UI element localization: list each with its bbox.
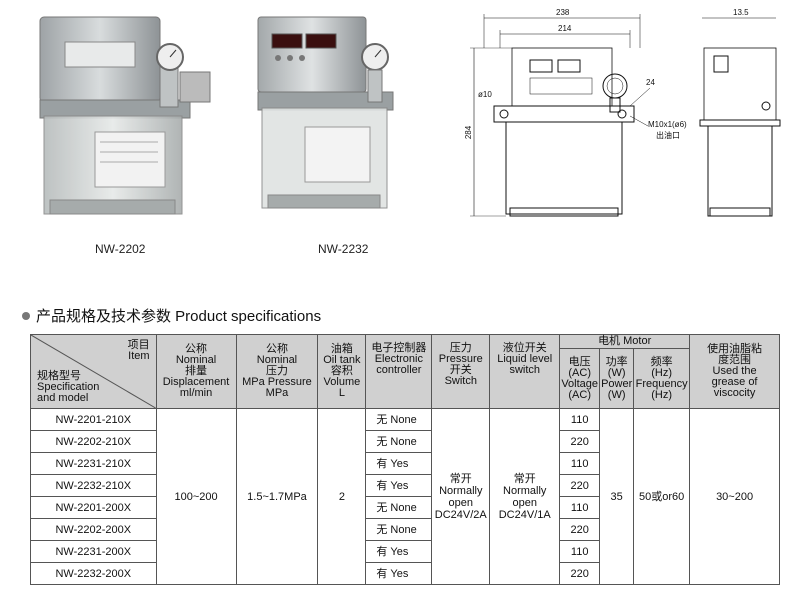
table-row: NW-2202-200X 无 None 220 <box>30 518 780 541</box>
dim-hole: ø10 <box>478 90 492 99</box>
frequency-value: 50或or60 <box>633 408 691 585</box>
voltage-cell: 220 <box>559 518 601 541</box>
header-item-en: Item <box>128 350 150 362</box>
model-cell: NW-2232-200X <box>30 562 157 585</box>
header-frequency: 频率(Hz)Frequency(Hz) <box>633 348 691 409</box>
voltage-cell: 110 <box>559 540 601 563</box>
header-voltage: 电压(AC)Voltage(AC) <box>559 348 601 409</box>
product-photo-nw2202 <box>30 12 220 222</box>
technical-drawing: 238 214 284 ø10 24 M10x1(ø6) 出油口 13.5 <box>464 8 790 238</box>
controller-cell: 无 None <box>365 496 433 519</box>
section-title: 产品规格及技术参数 Product specifications <box>22 305 321 326</box>
header-motor: 电机 Motor <box>559 334 691 349</box>
dim-thread: M10x1(ø6) <box>648 120 687 129</box>
voltage-cell: 220 <box>559 474 601 497</box>
viscosity-value: 30~200 <box>689 408 780 585</box>
voltage-cell: 110 <box>559 496 601 519</box>
dim-overall-width: 238 <box>556 8 570 17</box>
product-model-caption: NW-2232 <box>318 242 369 256</box>
model-cell: NW-2202-210X <box>30 430 157 453</box>
header-model-en: and model <box>37 392 89 404</box>
header-item-model: 项目 Item 规格型号 Specification and model <box>30 334 157 409</box>
model-cell: NW-2201-200X <box>30 496 157 519</box>
controller-cell: 无 None <box>365 408 433 431</box>
model-cell: NW-2231-200X <box>30 540 157 563</box>
table-row: NW-2202-210X 无 None 220 <box>30 430 780 453</box>
product-model-caption: NW-2202 <box>95 242 146 256</box>
voltage-cell: 110 <box>559 408 601 431</box>
dim-inner-width: 214 <box>558 24 572 33</box>
pressure-value: 1.5~1.7MPa <box>235 408 319 585</box>
displacement-value: 100~200 <box>155 408 237 585</box>
tank-value: 2 <box>317 408 367 585</box>
controller-cell: 有 Yes <box>365 452 433 475</box>
controller-cell: 有 Yes <box>365 562 433 585</box>
table-row: NW-2232-200X 有 Yes 220 <box>30 562 780 585</box>
header-item-cn: 项目 <box>127 339 150 351</box>
header-model-cn: 规格型号 <box>37 370 81 382</box>
controller-cell: 有 Yes <box>365 474 433 497</box>
bullet-icon <box>22 311 30 320</box>
controller-cell: 无 None <box>365 518 433 541</box>
voltage-cell: 220 <box>559 562 601 585</box>
model-cell: NW-2231-210X <box>30 452 157 475</box>
controller-cell: 无 None <box>365 430 433 453</box>
power-value: 35 <box>599 408 635 585</box>
dim-outlet: 出油口 <box>656 131 680 140</box>
dim-side-width: 13.5 <box>733 8 749 17</box>
dim-height: 284 <box>464 125 474 140</box>
table-row: NW-2201-210X 100~200 1.5~1.7MPa 2 无 None… <box>30 408 780 585</box>
model-cell: NW-2202-200X <box>30 518 157 541</box>
voltage-cell: 220 <box>559 430 601 453</box>
product-photo-nw2232 <box>250 12 420 222</box>
voltage-cell: 110 <box>559 452 601 475</box>
header-model-en: Specification <box>37 381 100 393</box>
section-title-text: 产品规格及技术参数 Product specifications <box>36 308 322 325</box>
dim-gauge-offset: 24 <box>646 78 655 87</box>
model-cell: NW-2201-210X <box>30 408 157 431</box>
table-row: NW-2231-210X 有 Yes 110 <box>30 452 780 475</box>
table-row: NW-2231-200X 有 Yes 110 <box>30 540 780 563</box>
model-cell: NW-2232-210X <box>30 474 157 497</box>
header-power: 功率(W)Power(W) <box>599 348 635 409</box>
controller-cell: 有 Yes <box>365 540 433 563</box>
